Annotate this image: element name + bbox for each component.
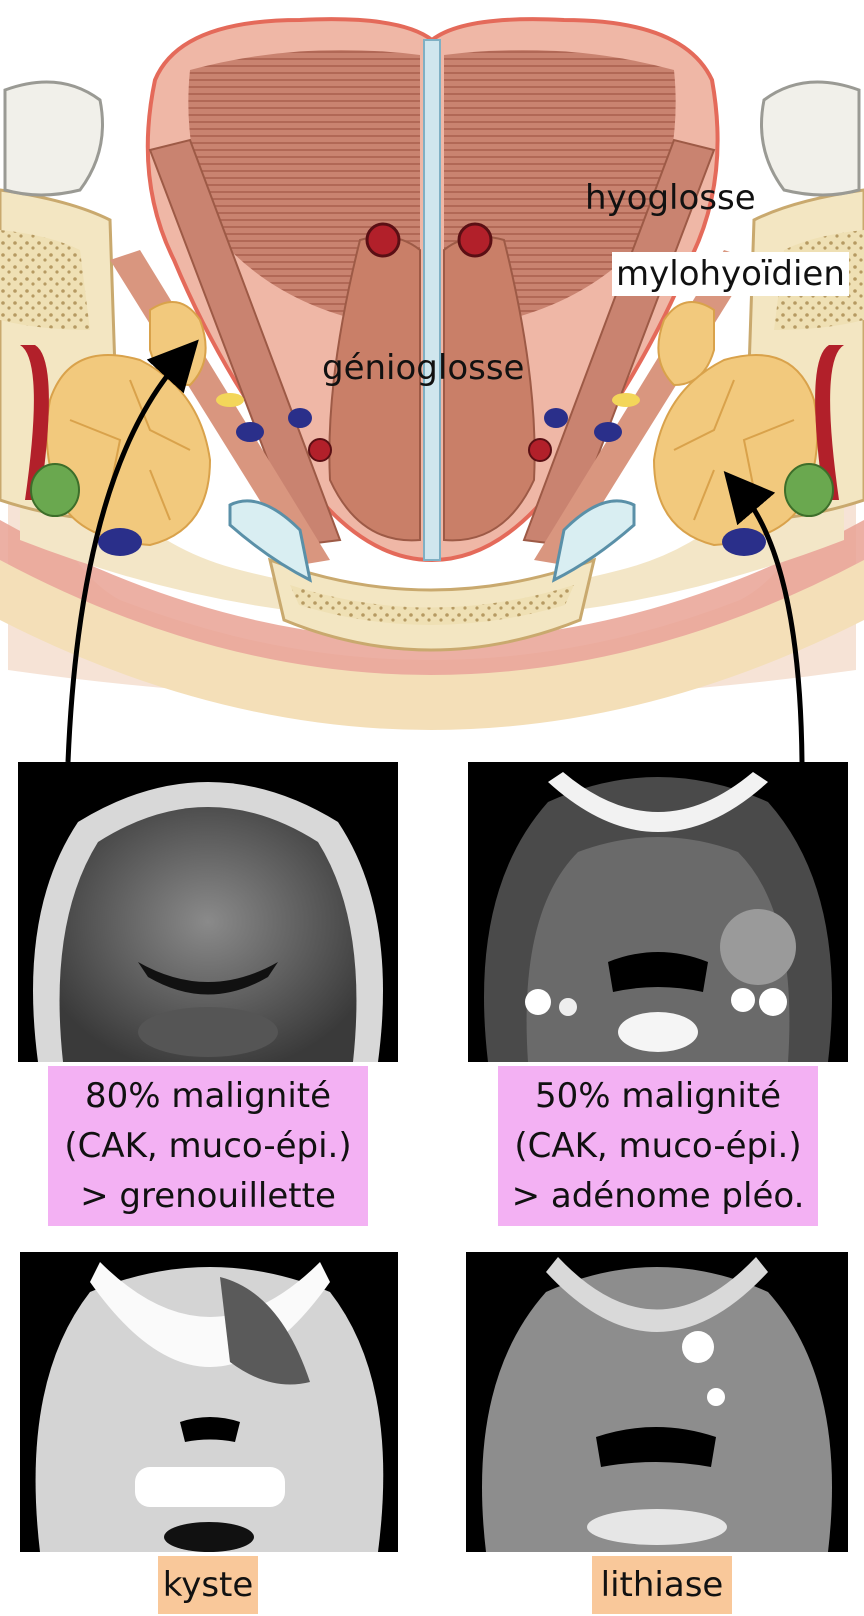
caption-line: 80% malignité <box>84 1076 332 1116</box>
caption-top-left: 80% malignité (CAK, muco-épi.) > grenoui… <box>48 1066 368 1226</box>
caption-bottom-right: lithiase <box>592 1556 732 1614</box>
arrow-right <box>723 471 805 763</box>
caption-line: > grenouillette <box>80 1176 336 1216</box>
hyoglossus-left <box>148 138 342 547</box>
genioglossus-left <box>328 235 421 542</box>
lingual-artery-right <box>457 222 493 258</box>
caption-bottom-left: kyste <box>158 1556 258 1614</box>
caption-line: (CAK, muco-épi.) <box>64 1126 352 1166</box>
label-hyoglossus: hyoglosse <box>585 178 756 218</box>
ct-scan-bottom-right <box>466 1252 848 1552</box>
calculus-small <box>707 1388 725 1406</box>
molar-right <box>760 80 861 197</box>
ct-scan-top-right <box>468 762 848 1062</box>
caption-line: 50% malignité <box>534 1076 782 1116</box>
caption-line: (CAK, muco-épi.) <box>514 1126 802 1166</box>
label-genioglossus: génioglosse <box>322 348 525 388</box>
hyoid-bone <box>267 557 597 652</box>
lingual-artery-left <box>365 222 401 258</box>
arrow-left <box>65 339 199 763</box>
molar-left <box>3 80 104 197</box>
calculus-large <box>682 1331 714 1363</box>
hyoglossus-right <box>522 138 716 547</box>
caption-line: > adénome pléo. <box>511 1176 805 1216</box>
ct-scan-bottom-left <box>20 1252 398 1552</box>
mri-scan-top-left <box>18 762 398 1062</box>
median-septum <box>423 39 441 561</box>
caption-top-right: 50% malignité (CAK, muco-épi.) > adénome… <box>498 1066 818 1226</box>
label-mylohyoid: mylohyoïdien <box>612 252 849 296</box>
